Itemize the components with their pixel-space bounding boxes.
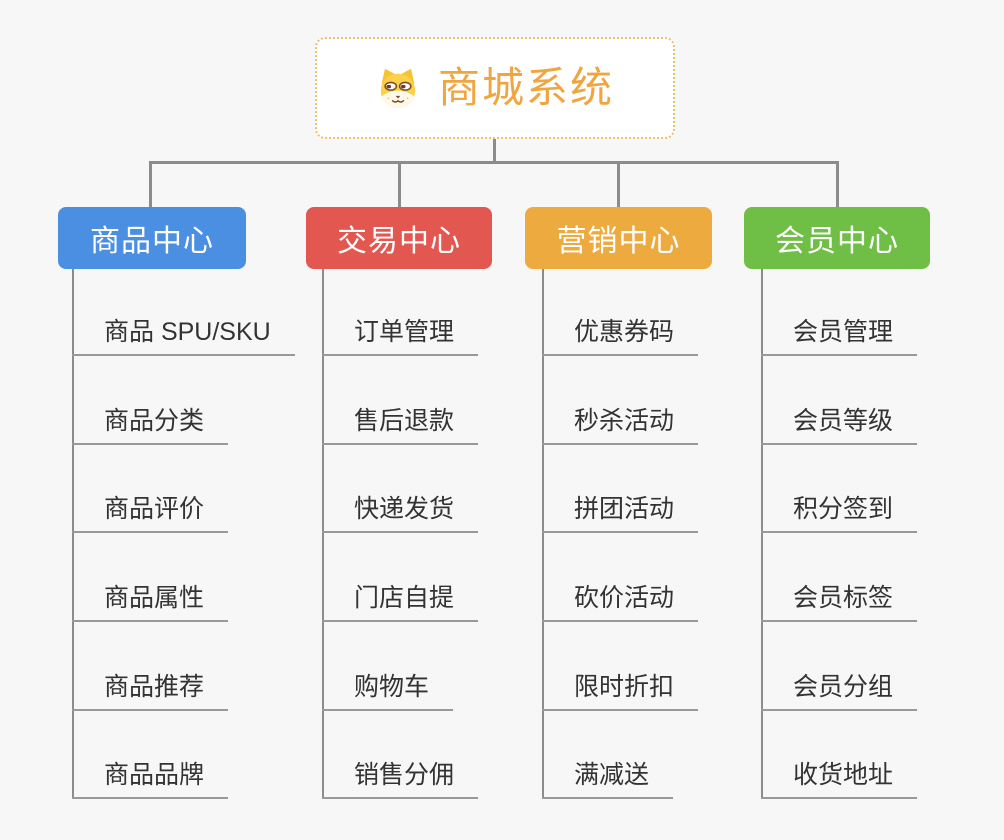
- leaf-item[interactable]: 商品属性: [72, 581, 229, 622]
- leaf-item[interactable]: 商品品牌: [72, 758, 229, 799]
- leaf-item[interactable]: 会员管理: [761, 315, 918, 356]
- leaf-item[interactable]: 快递发货: [322, 492, 479, 533]
- connector-root-stub: [493, 139, 496, 164]
- leaf-item[interactable]: 优惠券码: [542, 315, 699, 356]
- leaf-item[interactable]: 收货地址: [761, 758, 918, 799]
- leaf-item[interactable]: 购物车: [322, 670, 454, 711]
- leaf-item[interactable]: 会员等级: [761, 404, 918, 445]
- leaf-item[interactable]: 门店自提: [322, 581, 479, 622]
- connector-drop-4: [836, 161, 839, 207]
- leaf-item[interactable]: 砍价活动: [542, 581, 699, 622]
- leaf-item[interactable]: 拼团活动: [542, 492, 699, 533]
- dog-face-icon: [376, 66, 420, 110]
- leaf-item[interactable]: 会员分组: [761, 670, 918, 711]
- leaf-item[interactable]: 会员标签: [761, 581, 918, 622]
- leaf-item[interactable]: 商品 SPU/SKU: [72, 315, 295, 356]
- leaf-item[interactable]: 销售分佣: [322, 758, 479, 799]
- leaf-item[interactable]: 满减送: [542, 758, 674, 799]
- trunk-line-3: [542, 269, 544, 799]
- connector-drop-3: [617, 161, 620, 207]
- branch-box-marketing-center[interactable]: 营销中心: [525, 207, 712, 269]
- leaf-item[interactable]: 积分签到: [761, 492, 918, 533]
- leaf-item[interactable]: 秒杀活动: [542, 404, 699, 445]
- leaf-item[interactable]: 限时折扣: [542, 670, 699, 711]
- leaf-item[interactable]: 商品推荐: [72, 670, 229, 711]
- branch-box-member-center[interactable]: 会员中心: [744, 207, 930, 269]
- leaf-item[interactable]: 订单管理: [322, 315, 479, 356]
- root-title: 商城系统: [437, 64, 614, 111]
- leaf-item[interactable]: 售后退款: [322, 404, 479, 445]
- root-node[interactable]: 商城系统: [315, 37, 675, 139]
- connector-horizontal: [150, 161, 839, 164]
- trunk-line-4: [761, 269, 763, 799]
- trunk-line-2: [322, 269, 324, 799]
- connector-drop-1: [149, 161, 152, 207]
- connector-drop-2: [398, 161, 401, 207]
- branch-box-trade-center[interactable]: 交易中心: [306, 207, 492, 269]
- branch-box-product-center[interactable]: 商品中心: [58, 207, 246, 269]
- leaf-item[interactable]: 商品评价: [72, 492, 229, 533]
- leaf-item[interactable]: 商品分类: [72, 404, 229, 445]
- trunk-line-1: [72, 269, 74, 799]
